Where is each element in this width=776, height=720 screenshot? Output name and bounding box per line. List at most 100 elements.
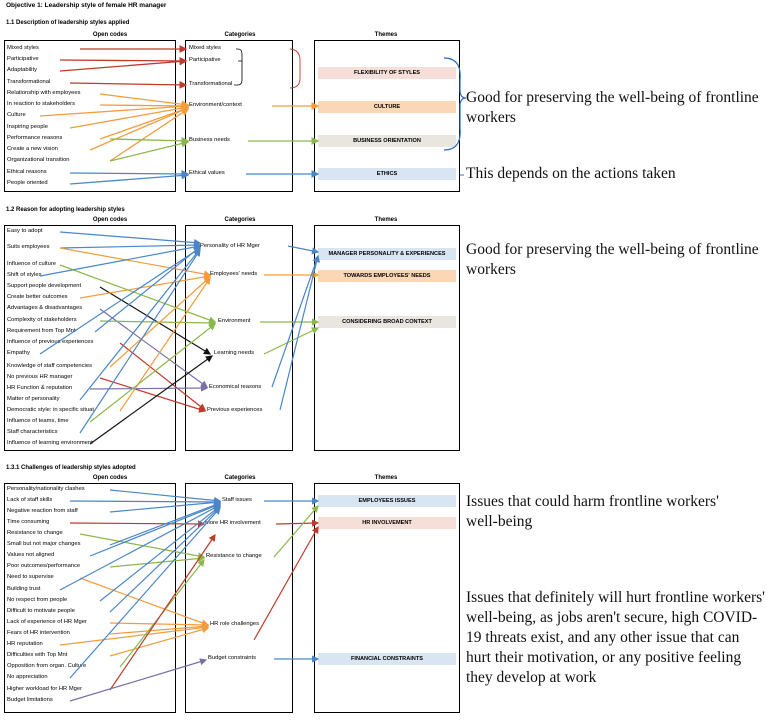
- s2-categories-box: [185, 225, 293, 451]
- s2-code: Influence of learning environment: [7, 440, 93, 446]
- s3-code: Difficulties with Top Mnt: [7, 652, 68, 658]
- s3-head-categories: Categories: [224, 475, 256, 481]
- s2-code: Staff characteristics: [7, 429, 58, 435]
- s1-head-categories: Categories: [224, 32, 256, 38]
- s3-note-definitely-hurt: Issues that definitely will hurt frontli…: [466, 589, 765, 686]
- s2-note-well-being: Good for preserving the well-being of fr…: [466, 241, 759, 278]
- s2-code: Create better outcomes: [7, 294, 68, 300]
- s1-code: Ethical reasons: [7, 169, 47, 175]
- s1-code: Inspiring people: [7, 124, 48, 130]
- s2-code: Support people development: [7, 283, 82, 289]
- s3-code: Time consuming: [7, 519, 50, 525]
- s1-theme-band: CULTURE: [318, 101, 456, 113]
- s1-code: People oriented: [7, 180, 48, 186]
- s3-code: No respect from people: [7, 597, 68, 603]
- s3-code: Opposition from organ. Culture: [7, 663, 87, 669]
- section3-title: 1.3.1 Challenges of leadership styles ad…: [6, 465, 136, 471]
- s3-code: Poor outcomes/performance: [7, 563, 81, 569]
- s1-categories-box: [185, 40, 293, 192]
- s3-open-codes-box: [4, 483, 176, 713]
- s2-code: Influence of culture: [7, 261, 56, 267]
- s1-code: Organizational transition: [7, 157, 70, 163]
- s3-code: Need to supervise: [7, 574, 54, 580]
- s2-theme-band: CONSIDERING BROAD CONTEXT: [318, 316, 456, 328]
- s2-head-categories: Categories: [224, 217, 256, 223]
- s1-open-codes-box: [4, 40, 176, 192]
- section2-title: 1.2 Reason for adopting leadership style…: [6, 207, 125, 213]
- s2-code: Easy to adopt: [7, 228, 43, 234]
- s1-code: Transformational: [7, 79, 51, 85]
- s3-code: Values not aligned: [7, 552, 55, 558]
- s3-theme-band: FINANCIAL CONSTRAINTS: [318, 653, 456, 665]
- s3-code: Fears of HR intervention: [7, 630, 70, 636]
- s2-category: Personality of HR Mger: [200, 243, 260, 249]
- s3-category: Budget constraints: [208, 655, 257, 661]
- s1-code: Performance reasons: [7, 135, 63, 141]
- s3-code: No appreciation: [7, 674, 48, 680]
- s1-category: Mixed styles: [189, 45, 221, 51]
- s3-code: Negative reaction from staff: [7, 508, 78, 514]
- objective-title: Objective 1: Leadership style of female …: [6, 2, 167, 9]
- s2-open-codes-box: [4, 225, 176, 451]
- s1-category: Business needs: [189, 137, 230, 143]
- s2-code: Requirement from Top Mnt: [7, 328, 76, 334]
- s3-code: Personality/nationality clashes: [7, 486, 85, 492]
- s2-head-open-codes: Open codes: [92, 217, 128, 223]
- s1-code: Adaptability: [7, 67, 37, 73]
- s2-code: Matter of personality: [7, 396, 60, 402]
- s2-code: Suits employees: [7, 244, 50, 250]
- s2-code: Empathy: [7, 350, 30, 356]
- s2-code: Influence of teams, time: [7, 418, 69, 424]
- s1-code: Culture: [7, 112, 26, 118]
- s3-code: Difficult to motivate people: [7, 608, 75, 614]
- s3-code: Lack of staff skills: [7, 497, 53, 503]
- s2-code: Influence of previous experiences: [7, 339, 94, 345]
- s1-theme-band: ETHICS: [318, 168, 456, 180]
- s2-head-themes: Themes: [374, 217, 398, 223]
- s2-code: Advantages & disadvantages: [7, 305, 83, 311]
- s3-code: Lack of experience of HR Mger: [7, 619, 87, 625]
- s3-theme-band: EMPLOYEES ISSUES: [318, 495, 456, 507]
- s2-themes-box: [314, 225, 460, 451]
- s3-code: Building trust: [7, 586, 41, 592]
- s2-category: Previous experiences: [207, 407, 263, 413]
- s3-code: Budget limitations: [7, 697, 53, 703]
- s2-category: Learning needs: [214, 350, 254, 356]
- s3-head-open-codes: Open codes: [92, 475, 128, 481]
- s1-code: Create a new vision: [7, 146, 58, 152]
- s3-code: Resistance to change: [7, 530, 63, 536]
- s2-code: No previous HR manager: [7, 374, 73, 380]
- s1-code: Participative: [7, 56, 39, 62]
- s2-code: Shift of styles: [7, 272, 42, 278]
- s2-code: HR Function & reputation: [7, 385, 73, 391]
- s1-theme-band: FLEXIBILITY OF STYLES: [318, 67, 456, 79]
- s1-code: In reaction to stakeholders: [7, 101, 75, 107]
- s1-head-open-codes: Open codes: [92, 32, 128, 38]
- s1-category: Environment/context: [189, 102, 242, 108]
- s2-code: Knowledge of staff competencies: [7, 363, 92, 369]
- s2-theme-band: MANAGER PERSONALITY & EXPERIENCES: [318, 248, 456, 260]
- s3-head-themes: Themes: [374, 475, 398, 481]
- s3-theme-band: HR INVOLVEMENT: [318, 517, 456, 529]
- s1-head-themes: Themes: [374, 32, 398, 38]
- s1-theme-band: BUSINESS ORIENTATION: [318, 135, 456, 147]
- s2-theme-band: TOWARDS EMPLOYEES' NEEDS: [318, 270, 456, 282]
- s1-code: Mixed styles: [7, 45, 39, 51]
- s1-category: Ethical values: [189, 170, 225, 176]
- s2-category: Environment: [218, 318, 251, 324]
- s1-note-actions: This depends on the actions taken: [466, 165, 676, 182]
- s3-note-could-harm: Issues that could harm frontline workers…: [466, 493, 719, 530]
- s1-note-well-being: Good for preserving the well-being of fr…: [466, 89, 759, 126]
- s1-category: Transformational: [189, 81, 233, 87]
- s3-code: Higher workload for HR Mger: [7, 686, 83, 692]
- s2-code: Democratic style: in specific situat.: [7, 407, 96, 413]
- s3-code: HR reputation: [7, 641, 43, 647]
- s1-code: Relationship with employees: [7, 90, 81, 96]
- section1-title: 1.1 Description of leadership styles app…: [6, 20, 130, 26]
- s2-category: Economical reasons: [209, 384, 262, 390]
- s3-code: Small but not major changes: [7, 541, 81, 547]
- s3-category: More HR involvement: [205, 520, 261, 526]
- s2-code: Complexity of stakeholders: [7, 317, 77, 323]
- s3-category: HR role challenges: [210, 621, 259, 627]
